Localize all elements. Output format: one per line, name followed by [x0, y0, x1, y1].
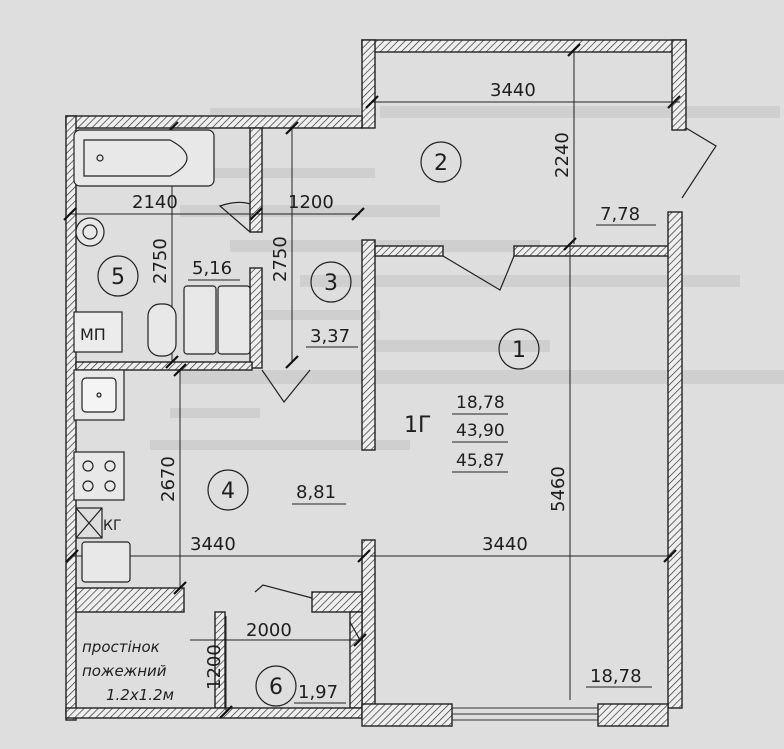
- room-area-3: 3,37: [310, 326, 350, 347]
- wall-room1-top-b: [513, 245, 673, 257]
- wall-inner-partition-b: [249, 267, 263, 369]
- room-area-5: 5,16: [192, 258, 232, 279]
- apartment-area-with-balcony: 45,87: [456, 451, 505, 471]
- fridge: [81, 541, 131, 583]
- dim-balcony-width: 3440: [490, 80, 536, 101]
- fire-zone-line3: 1.2х1.2м: [106, 686, 174, 704]
- dim-room1-depth: 5460: [548, 466, 569, 512]
- room-number-6: 6: [269, 675, 283, 700]
- bathtub: [73, 129, 215, 187]
- wall-room1-top-a: [374, 245, 444, 257]
- washer-b: [217, 285, 251, 355]
- door-entrance: [254, 584, 313, 599]
- wall-bath-kitchen: [75, 361, 253, 371]
- wall-bottom-left: [65, 707, 363, 719]
- apartment-type: 1Г: [404, 413, 431, 438]
- apartment-area-living: 18,78: [456, 393, 505, 413]
- walls: [65, 39, 687, 727]
- toilet-round-inner: [82, 224, 98, 240]
- wall-room1-left-lower: [361, 539, 376, 709]
- room-number-5: 5: [111, 265, 125, 290]
- kg-box: [75, 507, 103, 539]
- door-balcony: [681, 127, 717, 199]
- door-small: [349, 621, 361, 641]
- sink-drain: [96, 392, 102, 398]
- dim-balcony-depth: 2240: [552, 132, 573, 178]
- wall-bottom-right-b: [597, 703, 669, 727]
- bathtub-inner: [83, 139, 188, 177]
- mp-label: МП: [80, 325, 106, 344]
- dim-bath-depth: 2750: [150, 238, 171, 284]
- dim-corridor-depth: 2750: [270, 236, 291, 282]
- apartment-area-total: 43,90: [456, 421, 505, 441]
- fire-zone-line1: простінок: [82, 638, 160, 656]
- toilet-round: [75, 217, 105, 247]
- wall-corridor-bottom: [311, 591, 363, 613]
- door-swings: [218, 127, 717, 641]
- wall-balcony-right: [671, 39, 687, 131]
- dim-bath-width: 2140: [132, 192, 178, 213]
- wall-balcony-left: [361, 39, 376, 129]
- room-area-4: 8,81: [296, 482, 336, 503]
- room-area-6: 1,97: [298, 682, 338, 703]
- mp-box: [73, 311, 123, 353]
- wall-room1-left: [361, 239, 376, 451]
- fixtures: [73, 129, 251, 583]
- wall-balcony-top: [361, 39, 687, 53]
- dim-kitchen-depth: 2670: [158, 456, 179, 502]
- wall-inner-partition-a: [249, 127, 263, 233]
- door-corridor-room3: [261, 369, 311, 404]
- wall-bottom-right: [361, 703, 453, 727]
- stove: [73, 451, 125, 501]
- door-bath: [218, 201, 251, 233]
- dim-room1-width: 3440: [482, 534, 528, 555]
- wall-kitchen-bottom: [75, 587, 185, 613]
- room-area-1: 18,78: [590, 666, 642, 687]
- window-bottom: [452, 707, 598, 721]
- wall-top-left: [65, 115, 363, 129]
- fire-zone-line2: пожежний: [82, 662, 167, 680]
- background-text-shadow: [150, 106, 784, 450]
- door-room1: [442, 255, 515, 291]
- dim-kitchen-width: 3440: [190, 534, 236, 555]
- room-area-2: 7,78: [600, 204, 640, 225]
- dim-corridor-width: 1200: [288, 192, 334, 213]
- dim-hall-width: 2000: [246, 620, 292, 641]
- kg-label: КГ: [103, 518, 121, 534]
- wall-right: [667, 211, 683, 709]
- room-number-1: 1: [512, 338, 526, 363]
- bath-drain: [96, 154, 104, 162]
- room-number-4: 4: [221, 479, 235, 504]
- washer-a: [183, 285, 217, 355]
- toilet-bowl: [147, 303, 177, 357]
- room-circles: [97, 141, 540, 707]
- dimension-ticks: [63, 43, 681, 719]
- room-number-3: 3: [324, 271, 338, 296]
- room-number-2: 2: [434, 151, 448, 176]
- dim-hall-depth: 1200: [204, 644, 225, 690]
